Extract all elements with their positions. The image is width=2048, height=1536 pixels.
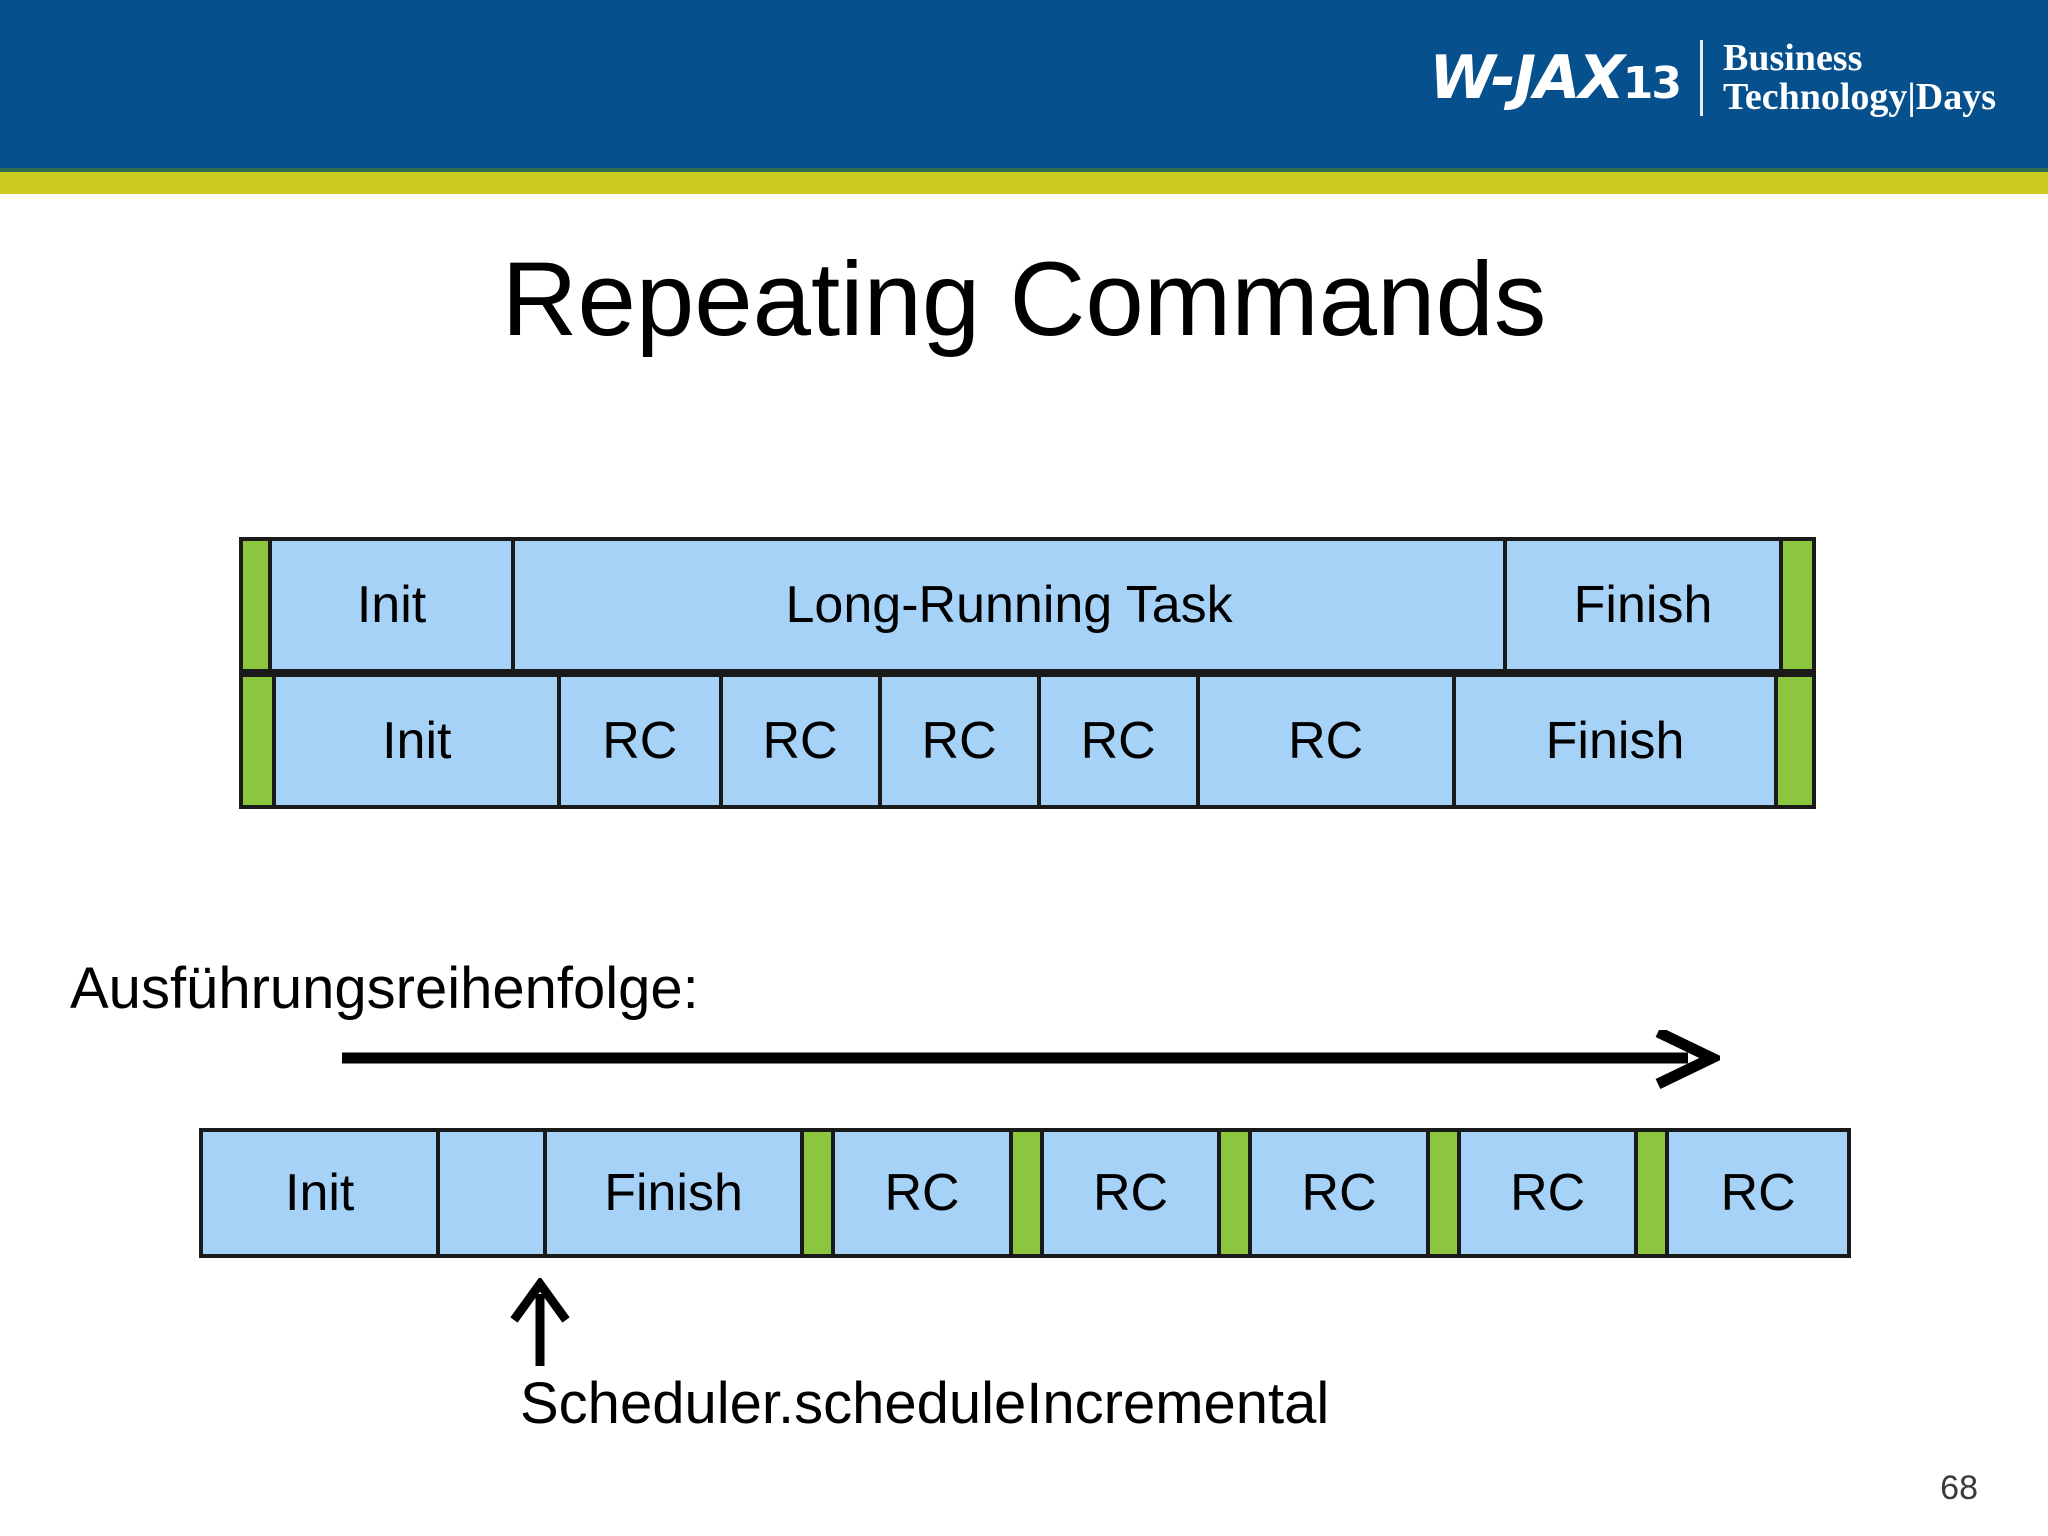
cell-label: Init [382, 712, 452, 770]
bottom-diagram-separator-9 [1429, 1132, 1461, 1254]
wjax-wordmark: W-JAX13 [1429, 48, 1682, 109]
diagram-row-long-running-separator-4 [1783, 541, 1812, 669]
execution-order-label: Ausführungsreihenfolge: [70, 956, 699, 1021]
wjax-wordmark-text: W-JAX [1429, 43, 1624, 113]
logo-line-technology-days: Technology|Days [1722, 76, 1996, 118]
diagram-row-repeating-command-separator-8 [1778, 677, 1812, 805]
bottom-diagram-separator-11 [1638, 1132, 1670, 1254]
bottom-diagram: Init Finish RC RC RC RC RC [199, 1128, 1851, 1258]
cell-label: RC [921, 712, 997, 770]
bottom-diagram-cell-rc-8: RC [1252, 1132, 1430, 1254]
bottom-diagram-cell-rc-10: RC [1460, 1132, 1639, 1254]
wjax-year: 13 [1622, 58, 1682, 109]
bottom-diagram-cell-finish-2: Finish [546, 1132, 805, 1254]
cell-label: Finish [604, 1164, 743, 1222]
cell-label: Finish [1545, 712, 1685, 770]
page-title: Repeating Commands [501, 241, 1547, 358]
header-bar [0, 0, 2048, 168]
cell-label: Init [285, 1164, 355, 1222]
cell-label: Init [356, 576, 427, 634]
cell-label: RC [762, 712, 838, 770]
bottom-diagram-cell-empty-1 [440, 1132, 547, 1254]
cell-label: RC [1720, 1164, 1796, 1222]
logo-line-business: Business [1722, 37, 1863, 80]
scheduler-callout-arrow-icon [510, 1278, 570, 1366]
diagram-row-repeating-command-cell-rc-5: RC [1040, 677, 1200, 805]
diagram-row-repeating-command-cell-rc-6: RC [1199, 677, 1456, 805]
diagram-row-repeating-command: Init RC RC RC RC RC Finish [239, 673, 1816, 809]
bottom-diagram-cell-rc-6: RC [1043, 1132, 1222, 1254]
cell-label: RC [1288, 712, 1364, 770]
diagram-row-long-running-cell-init-1: Init [271, 541, 516, 669]
diagram-row-long-running-cell-finish-3: Finish [1506, 541, 1784, 669]
bottom-diagram-separator-5 [1012, 1132, 1044, 1254]
cell-label: Long-Running Task [785, 576, 1233, 634]
logo-divider [1699, 40, 1703, 116]
bottom-diagram-cell-init-0: Init [203, 1132, 441, 1254]
cell-label: RC [602, 712, 678, 770]
diagram-row-repeating-command-cell-rc-3: RC [722, 677, 882, 805]
diagram-row-repeating-command-cell-finish-7: Finish [1455, 677, 1779, 805]
diagram-row-repeating-command-cell-rc-4: RC [881, 677, 1041, 805]
diagram-row-repeating-command-separator-0 [243, 677, 277, 805]
bottom-diagram-separator-3 [804, 1132, 836, 1254]
diagram-row-repeating-command-cell-rc-2: RC [561, 677, 723, 805]
diagram-row-long-running-cell-long-running-task-2: Long-Running Task [515, 541, 1507, 669]
bottom-diagram-cell-rc-4: RC [835, 1132, 1013, 1254]
header-rule-yellow [0, 172, 2048, 194]
scheduler-callout-caption: Scheduler.scheduleIncremental [520, 1371, 1330, 1436]
diagram-row-long-running: Init Long-Running Task Finish [239, 537, 1816, 673]
diagram-row-long-running-separator-0 [243, 541, 272, 669]
cell-label: RC [1510, 1164, 1586, 1222]
cell-label: RC [1301, 1164, 1377, 1222]
cell-label: RC [1093, 1164, 1169, 1222]
bottom-diagram-separator-7 [1221, 1132, 1253, 1254]
cell-label: RC [884, 1164, 960, 1222]
wjax-logo: W-JAX13 Business Technology|Days [1429, 28, 1996, 128]
header-rule-dark [0, 168, 2048, 172]
cell-label: RC [1080, 712, 1156, 770]
execution-order-arrow-icon [342, 1030, 1720, 1089]
cell-label: Finish [1573, 576, 1713, 634]
page-number: 68 [1940, 1469, 1978, 1507]
business-technology-days-wordmark: Business Technology|Days [1723, 39, 1996, 117]
bottom-diagram-cell-rc-12: RC [1669, 1132, 1847, 1254]
diagram-row-repeating-command-cell-init-1: Init [276, 677, 562, 805]
